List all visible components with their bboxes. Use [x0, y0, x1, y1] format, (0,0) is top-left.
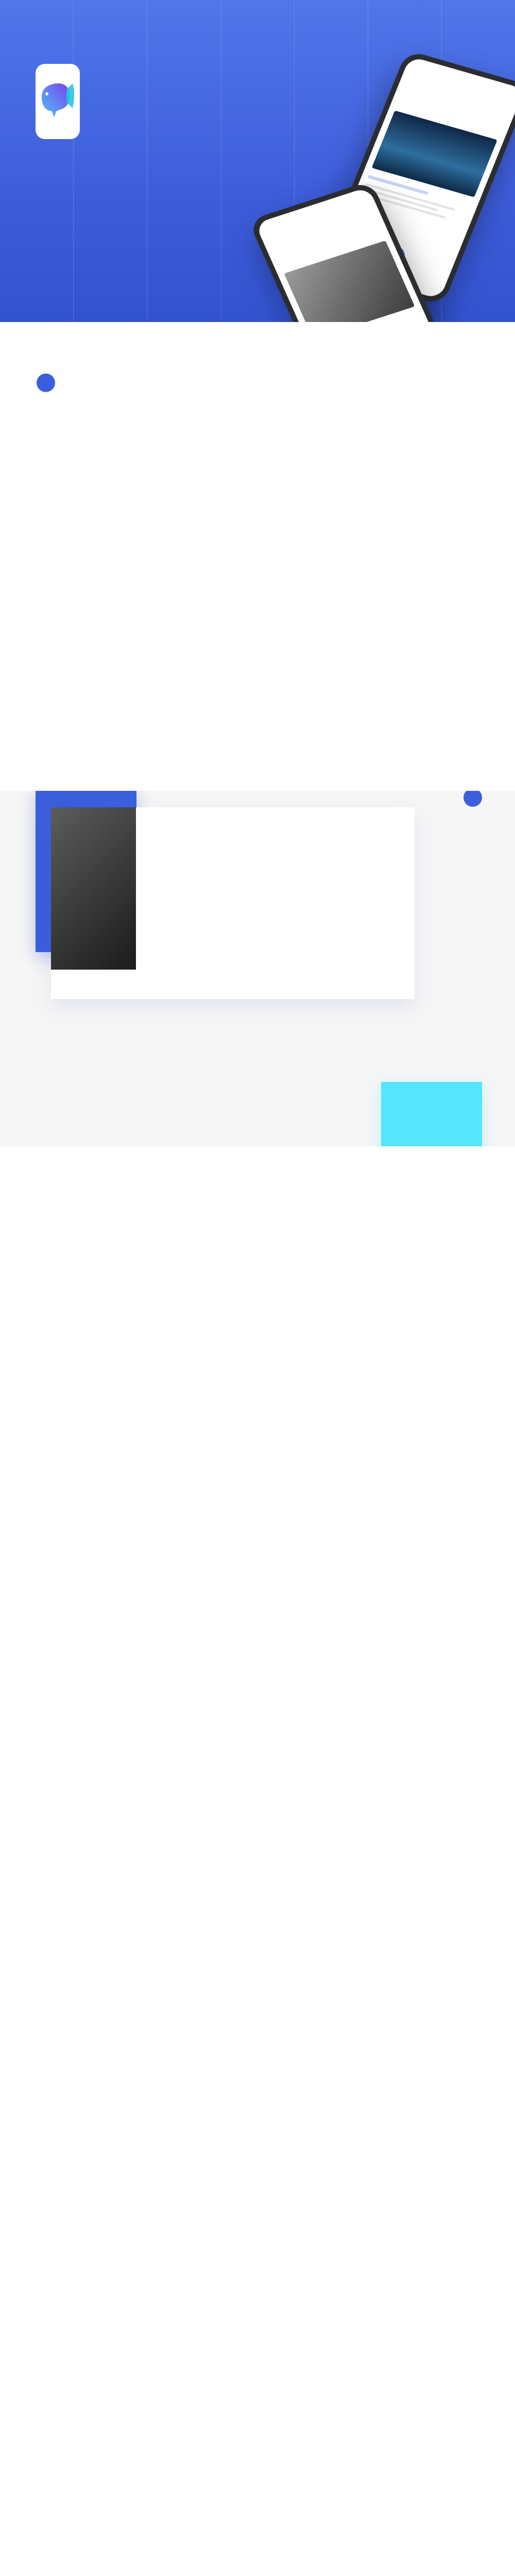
fish-logo-icon [41, 83, 74, 117]
section-number-badge [37, 374, 55, 392]
persona-card-mandy [51, 807, 415, 999]
section-number-badge [464, 791, 482, 807]
persona-accent-block [381, 1082, 482, 1146]
hero-banner [0, 0, 515, 322]
section-user-persona [0, 791, 515, 1146]
section-product-positioning [0, 322, 515, 791]
phone-post-image [284, 240, 415, 322]
persona-photo [51, 807, 136, 970]
app-icon [36, 64, 80, 139]
